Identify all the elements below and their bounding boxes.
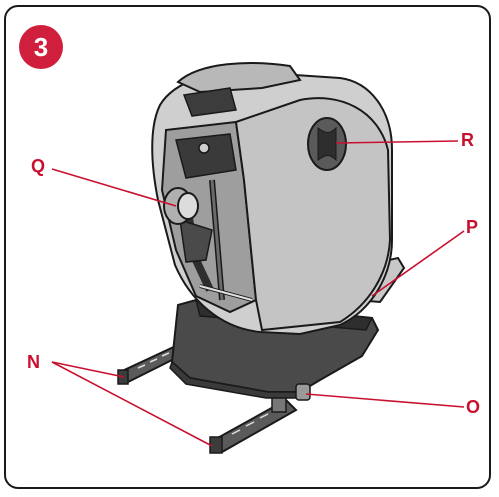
callout-lines — [51, 140, 465, 447]
callout-label-q: Q — [31, 156, 46, 176]
recline-knob — [163, 187, 199, 225]
belt-guide-handle — [307, 117, 347, 171]
callout-label-n: N — [27, 352, 40, 372]
callout-label-r: R — [461, 130, 474, 150]
step-number-badge: 3 — [19, 25, 63, 69]
callout-line-p — [371, 230, 465, 297]
isofix-arm-front — [209, 397, 298, 454]
callout-line-q — [51, 168, 177, 207]
callout-line-n-top — [51, 361, 125, 378]
callout-line-n-bottom — [51, 361, 213, 447]
callout-line-o — [305, 393, 465, 408]
isofix-release-button — [295, 383, 311, 401]
callout-label-o: O — [466, 397, 481, 417]
callout-label-p: P — [466, 217, 479, 237]
callout-line-r — [335, 140, 459, 144]
